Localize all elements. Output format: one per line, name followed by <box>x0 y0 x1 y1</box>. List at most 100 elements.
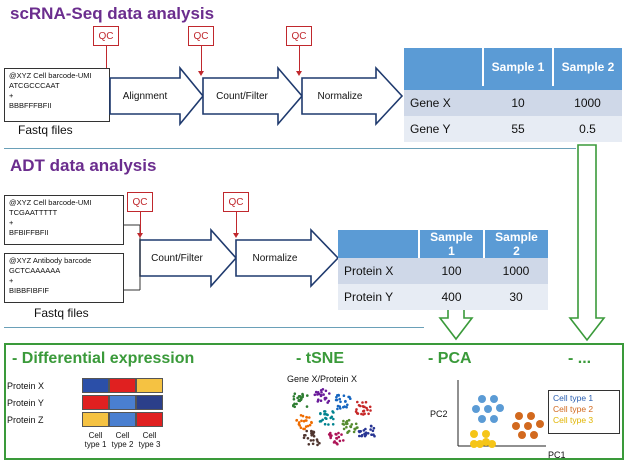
tsne-point <box>337 431 340 435</box>
tsne-point <box>308 423 312 427</box>
tsne-point <box>335 441 338 445</box>
tsne-point <box>327 423 330 426</box>
tsne-point <box>305 416 309 419</box>
tsne-point <box>306 437 310 440</box>
tsne-point <box>316 443 319 447</box>
tsne-point <box>349 425 352 428</box>
adt-section-title: ADT data analysis <box>10 156 157 175</box>
table-row: Gene Y 55 0.5 <box>404 116 622 142</box>
tsne-point <box>370 433 373 436</box>
tsne-point <box>356 400 359 404</box>
fastq-line: @XYZ Cell barcode-UMI <box>9 198 92 207</box>
tsne-point <box>310 420 313 424</box>
fastq-line: @XYZ Cell barcode-UMI <box>9 71 92 80</box>
qc-connector-3 <box>299 46 300 72</box>
pca-point <box>490 395 498 403</box>
heatmap-cell <box>82 378 109 393</box>
tsne-point <box>344 400 347 403</box>
tsne-point <box>319 399 323 402</box>
legend-item: Cell type 1 <box>553 393 594 403</box>
tsne-point <box>372 426 376 430</box>
tsne-point <box>299 414 303 417</box>
tsne-point <box>344 421 348 424</box>
fastq-line: BIBBFIBFIF <box>9 286 50 295</box>
col-label-line: Cell <box>88 431 103 440</box>
tsne-point <box>309 439 313 442</box>
row-label: Gene X <box>404 90 483 116</box>
pca-point <box>478 395 486 403</box>
pca-point <box>482 430 490 438</box>
pca-point <box>490 415 498 423</box>
tsne-point <box>299 396 303 399</box>
tsne-point <box>370 424 373 428</box>
tsne-point <box>293 392 297 395</box>
tsne-point <box>350 423 354 426</box>
diff-expression-title: - Differential expression <box>12 350 195 367</box>
qc-arrowhead-3 <box>296 71 302 76</box>
fastq-line: BBBFFFBFII <box>9 101 52 110</box>
tsne-point <box>355 408 358 411</box>
tsne-point <box>319 412 322 416</box>
tsne-point <box>338 397 341 401</box>
adt-step-normalize-label: Normalize <box>252 252 298 264</box>
tsne-point <box>346 431 349 434</box>
heatmap-cell <box>109 395 136 410</box>
fastq-line: GCTCAAAAAA <box>9 266 61 275</box>
table-header-blank <box>404 48 484 86</box>
heatmap-cell <box>109 412 136 427</box>
tsne-point <box>327 399 331 403</box>
heatmap-col-label: Cell type 1 <box>82 431 109 449</box>
tsne-point <box>324 389 328 393</box>
adt-fastq-box-1: @XYZ Cell barcode-UMI TCGAATTTTT + BFBIF… <box>4 195 124 245</box>
tsne-point <box>293 402 296 406</box>
tsne-point <box>358 434 361 438</box>
tsne-point <box>345 405 348 409</box>
tsne-point <box>300 419 303 423</box>
step-normalize-label: Normalize <box>317 90 363 102</box>
tsne-point <box>323 398 327 401</box>
heatmap-row-label: Protein Z <box>7 415 44 425</box>
pca-axes <box>457 380 546 447</box>
tsne-point <box>305 405 309 408</box>
tsne-point <box>339 400 342 404</box>
tsne-point <box>323 410 327 413</box>
tsne-point <box>302 436 306 440</box>
tsne-point <box>360 434 363 438</box>
heatmap-cell <box>136 395 163 410</box>
tsne-point <box>326 413 329 417</box>
tsne-point <box>331 423 335 426</box>
fastq-line: + <box>9 276 14 285</box>
tsne-point <box>303 434 306 437</box>
tsne-point <box>337 435 341 439</box>
pca-point <box>515 412 523 420</box>
tsne-point <box>354 422 358 426</box>
adt-qc-arrowhead-2 <box>233 233 239 238</box>
adt-qc-box-1: QC <box>127 192 153 212</box>
pca-point <box>482 438 490 446</box>
tsne-point <box>329 431 332 435</box>
tsne-point <box>312 434 316 438</box>
tsne-point <box>338 405 341 408</box>
tsne-point <box>299 398 303 402</box>
tsne-point <box>363 405 366 409</box>
tsne-point <box>297 399 300 402</box>
tsne-point <box>367 412 370 416</box>
tsne-point <box>295 402 298 406</box>
tsne-point <box>336 407 339 411</box>
cell-value: 1000 <box>484 258 548 284</box>
heatmap-col-label: Cell type 2 <box>109 431 136 449</box>
alignment-arrow-shape <box>109 65 205 127</box>
tsne-point <box>353 428 357 431</box>
tsne-point <box>356 412 360 415</box>
tsne-point <box>347 395 350 399</box>
tsne-point <box>318 441 321 445</box>
pca-point <box>478 415 486 423</box>
tsne-point <box>341 422 345 426</box>
tsne-point <box>342 419 345 423</box>
tsne-point <box>347 429 351 433</box>
tsne-point <box>361 401 364 404</box>
tsne-point <box>371 429 375 433</box>
tsne-point <box>307 443 311 446</box>
table-header-sample1: Sample 1 <box>483 48 555 86</box>
heatmap-cell <box>136 378 163 393</box>
